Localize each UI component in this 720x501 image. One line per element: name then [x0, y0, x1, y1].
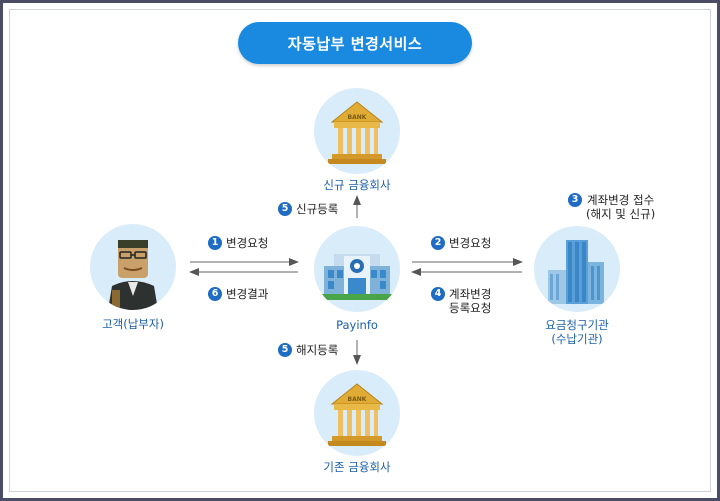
customer-label: 고객(납부자) [102, 317, 164, 331]
step-number-badge: 5 [278, 343, 292, 357]
biller-label-line2: (수납기관) [551, 332, 603, 346]
step-text: 변경결과 [226, 287, 269, 301]
bank-building-icon: BANK [328, 101, 386, 164]
payinfo-label: Payinfo [336, 318, 378, 332]
bank-building-icon: BANK [328, 383, 386, 446]
step-text-line2: (해지 및 신규) [586, 207, 656, 221]
step-number-badge: 6 [208, 287, 222, 301]
step-6: 6 변경결과 [208, 287, 268, 301]
step-text-line1: 계좌변경 접수 [587, 193, 655, 207]
old-bank-label: 기존 금융회사 [323, 460, 391, 474]
step-5-new-registration: 5 신규등록 [278, 202, 338, 216]
step-text: 변경요청 [226, 236, 269, 250]
old-bank-node: BANK [314, 370, 400, 456]
new-bank-label: 신규 금융회사 [323, 178, 391, 192]
step-text-line1: 계좌변경 [449, 287, 492, 301]
bank-sign-text: BANK [348, 114, 367, 121]
diagram-title: 자동납부 변경서비스 [238, 22, 472, 64]
step-text: 신규등록 [296, 202, 339, 216]
step-2: 2 변경요청 [431, 236, 491, 250]
diagram-inner-border [9, 9, 711, 492]
step-number-badge: 3 [568, 193, 582, 207]
office-building-icon [320, 254, 394, 300]
step-number-badge: 1 [208, 236, 222, 250]
payinfo-node [314, 226, 400, 312]
step-4: 4 계좌변경 등록요청 [431, 287, 491, 315]
step-1: 1 변경요청 [208, 236, 268, 250]
skyscraper-icon [548, 240, 604, 304]
step-text-line2: 등록요청 [449, 301, 492, 315]
step-3: 3 계좌변경 접수 (해지 및 신규) [568, 193, 655, 221]
step-number-badge: 5 [278, 202, 292, 216]
step-number-badge: 4 [431, 287, 445, 301]
step-5-termination-registration: 5 해지등록 [278, 343, 338, 357]
person-icon [108, 240, 158, 310]
bank-sign-text: BANK [348, 396, 367, 403]
step-text: 해지등록 [296, 343, 339, 357]
biller-label: 요금청구기관 (수납기관) [527, 318, 627, 346]
biller-node [534, 226, 620, 312]
step-text: 변경요청 [449, 236, 492, 250]
new-bank-node: BANK [314, 88, 400, 174]
biller-label-line1: 요금청구기관 [545, 318, 609, 332]
customer-node [90, 224, 176, 310]
step-number-badge: 2 [431, 236, 445, 250]
